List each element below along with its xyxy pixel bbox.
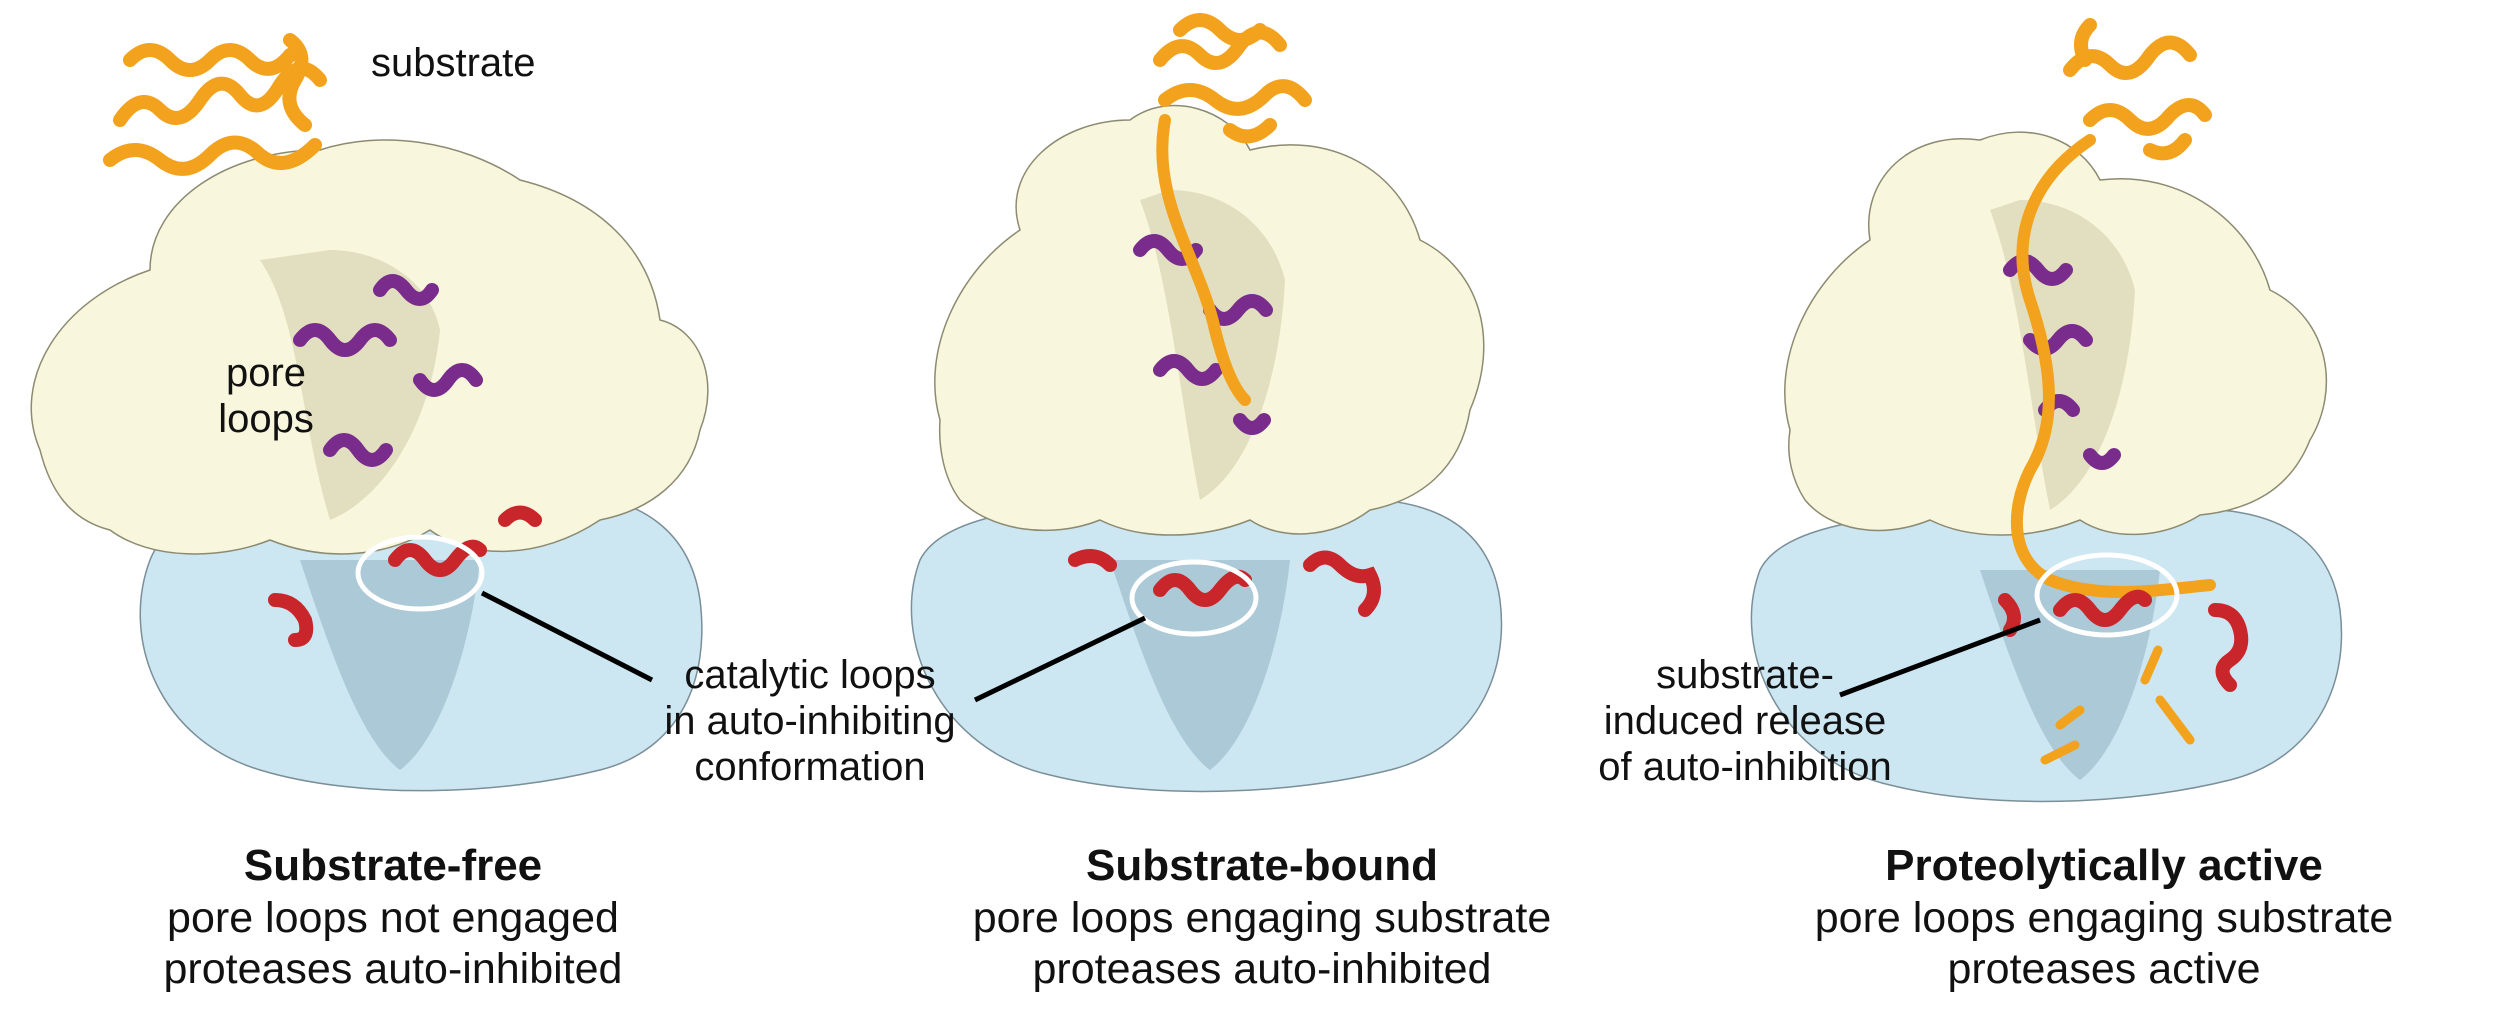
pore-loops-label-line1: pore bbox=[225, 351, 307, 395]
callout-line bbox=[1839, 617, 2041, 698]
caption-proteolytically-active: Proteolytically active pore loops engagi… bbox=[1724, 840, 2484, 994]
release-label: substrate- induced release of auto-inhib… bbox=[1580, 652, 1910, 790]
caption-line: pore loops not engaged bbox=[167, 893, 619, 942]
highlight-ellipse bbox=[1129, 559, 1259, 637]
substrate-folded bbox=[2063, 18, 2212, 161]
pore-loops-label: pore loops bbox=[196, 350, 336, 442]
caption-substrate-bound: Substrate-bound pore loops engaging subs… bbox=[882, 840, 1642, 994]
cleavage-marks bbox=[2040, 645, 2195, 765]
release-label-line3: of auto-inhibition bbox=[1598, 745, 1892, 789]
substrate-strand bbox=[1156, 114, 1251, 406]
caption-line: proteases auto-inhibited bbox=[1032, 944, 1492, 993]
substrate-label: substrate bbox=[371, 41, 536, 85]
caption-line: pore loops engaging substrate bbox=[1814, 893, 2394, 942]
caption-title: Proteolytically active bbox=[1885, 841, 2323, 890]
callout-line bbox=[973, 615, 1147, 703]
highlight-ellipse bbox=[2034, 552, 2180, 638]
panel-proteolytically-active bbox=[1750, 18, 2343, 803]
panel-substrate-free bbox=[30, 33, 709, 792]
catalytic-loops-label-line2: in auto-inhibiting bbox=[664, 699, 956, 743]
release-label-line2: induced release bbox=[1603, 699, 1887, 743]
highlight-ellipse bbox=[355, 534, 485, 612]
protease-shadow bbox=[1110, 560, 1290, 770]
catalytic-loops bbox=[268, 505, 542, 647]
protease-shadow bbox=[300, 560, 480, 770]
caption-line: proteases active bbox=[1947, 944, 2261, 993]
callout-line bbox=[480, 590, 654, 683]
substrate-folded bbox=[103, 33, 327, 176]
catalytic-loops bbox=[1998, 589, 2249, 692]
catalytic-loops-label-line3: conformation bbox=[694, 745, 926, 789]
caption-title: Substrate-free bbox=[243, 841, 543, 890]
pore-loops bbox=[293, 274, 483, 467]
caption-line: pore loops engaging substrate bbox=[972, 893, 1552, 942]
substrate-strand bbox=[2010, 134, 2216, 598]
release-label-line1: substrate- bbox=[1656, 653, 1834, 697]
substrate-folded bbox=[1153, 13, 1312, 144]
caption-line: proteases auto-inhibited bbox=[163, 944, 623, 993]
panel-substrate-bound bbox=[910, 13, 1503, 793]
caption-substrate-free: Substrate-free pore loops not engaged pr… bbox=[13, 840, 773, 994]
atpase-shadow bbox=[260, 250, 440, 520]
pore-loops-label-line2: loops bbox=[218, 397, 314, 441]
caption-title: Substrate-bound bbox=[1086, 841, 1438, 890]
catalytic-loops-label-line1: catalytic loops bbox=[684, 653, 936, 697]
catalytic-loops-label: catalytic loops in auto-inhibiting confo… bbox=[640, 652, 980, 790]
catalytic-loops bbox=[1068, 549, 1381, 617]
